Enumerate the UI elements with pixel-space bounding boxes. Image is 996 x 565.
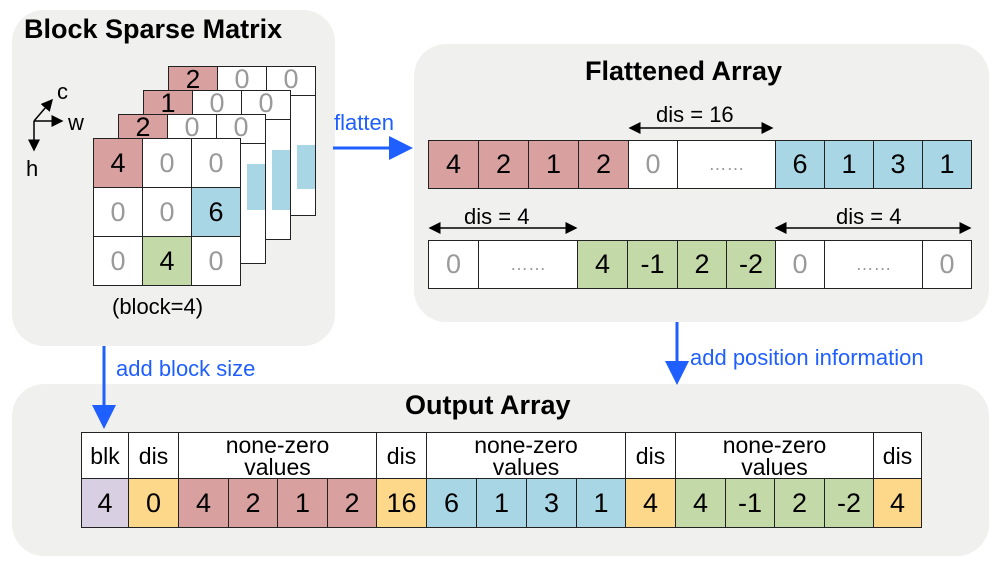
out-value-13: -1 <box>725 478 775 528</box>
front-cell-2-0: 0 <box>93 236 143 286</box>
front-cell-2-1: 4 <box>142 236 192 286</box>
out-value-8: 1 <box>476 478 527 528</box>
out-value-9: 3 <box>526 478 577 528</box>
row2-cell-4: 2 <box>677 240 727 289</box>
row1-cell-2: 1 <box>528 140 579 189</box>
back-layer-1-blue <box>247 164 265 210</box>
flatten-label: flatten <box>334 110 394 135</box>
row2-ellipsis-1: …… <box>478 240 578 289</box>
out-value-0: 4 <box>81 478 129 528</box>
out-header-blk: blk <box>81 432 129 479</box>
out-value-15: -2 <box>824 478 874 528</box>
row2-cell-8: 0 <box>922 240 972 289</box>
out-value-6: 16 <box>376 478 427 528</box>
out-value-3: 2 <box>228 478 278 528</box>
out-header-nz-2: none-zero values <box>426 432 626 479</box>
block-sparse-title: Block Sparse Matrix <box>24 14 283 44</box>
add-block-size-label: add block size <box>116 356 256 381</box>
out-value-10: 1 <box>576 478 626 528</box>
row1-cell-7: 1 <box>824 140 874 189</box>
axis-c-label: c <box>57 79 68 104</box>
output-title: Output Array <box>405 390 571 420</box>
row1-cell-1: 2 <box>478 140 529 189</box>
row1-cell-4: 0 <box>628 140 678 189</box>
row1-cell-0: 4 <box>428 140 479 189</box>
out-value-12: 4 <box>675 478 726 528</box>
back-layer-2-blue <box>272 150 290 210</box>
row2-cell-5: -2 <box>726 240 776 289</box>
out-value-11: 4 <box>625 478 676 528</box>
row2-cell-3: -1 <box>627 240 678 289</box>
out-value-1: 0 <box>128 478 179 528</box>
back-layer-3-c2: 0 <box>266 64 316 96</box>
dis-16-label: dis = 16 <box>656 102 734 127</box>
row1-cell-3: 2 <box>578 140 629 189</box>
out-header-nz-1: none-zero values <box>178 432 377 479</box>
front-cell-0-1: 0 <box>142 138 192 188</box>
block-caption: (block=4) <box>112 294 204 319</box>
front-cell-0-2: 0 <box>191 138 241 188</box>
out-header-nz-3: none-zero values <box>675 432 874 479</box>
front-cell-1-1: 0 <box>142 187 192 237</box>
front-cell-1-2: 6 <box>191 187 241 237</box>
out-header-dis-2: dis <box>376 432 427 479</box>
out-value-2: 4 <box>178 478 229 528</box>
out-header-dis-4: dis <box>873 432 922 479</box>
out-header-dis-1: dis <box>128 432 179 479</box>
row2-ellipsis-2: …… <box>824 240 923 289</box>
front-cell-2-2: 0 <box>191 236 241 286</box>
front-cell-0-0: 4 <box>93 138 143 188</box>
row1-cell-8: 3 <box>873 140 923 189</box>
front-cell-1-0: 0 <box>93 187 143 237</box>
axis-h-label: h <box>26 156 39 181</box>
out-value-16: 4 <box>873 478 922 528</box>
out-value-14: 2 <box>774 478 825 528</box>
add-position-label: add position information <box>690 345 924 370</box>
row2-cell-2: 4 <box>577 240 628 289</box>
out-value-5: 2 <box>327 478 377 528</box>
row1-cell-9: 1 <box>922 140 972 189</box>
row1-cell-6: 6 <box>775 140 825 189</box>
row2-cell-6: 0 <box>775 240 825 289</box>
out-value-4: 1 <box>277 478 328 528</box>
back-layer-3-blue <box>297 145 315 189</box>
dis-4-right-label: dis = 4 <box>836 204 902 229</box>
dis-4-left-label: dis = 4 <box>464 204 530 229</box>
axis-icon <box>28 98 64 152</box>
axis-w-label: w <box>68 110 84 135</box>
out-header-dis-3: dis <box>625 432 676 479</box>
out-value-7: 6 <box>426 478 477 528</box>
row2-cell-0: 0 <box>428 240 479 289</box>
flattened-title: Flattened Array <box>585 56 783 86</box>
row1-ellipsis: …… <box>677 140 776 189</box>
